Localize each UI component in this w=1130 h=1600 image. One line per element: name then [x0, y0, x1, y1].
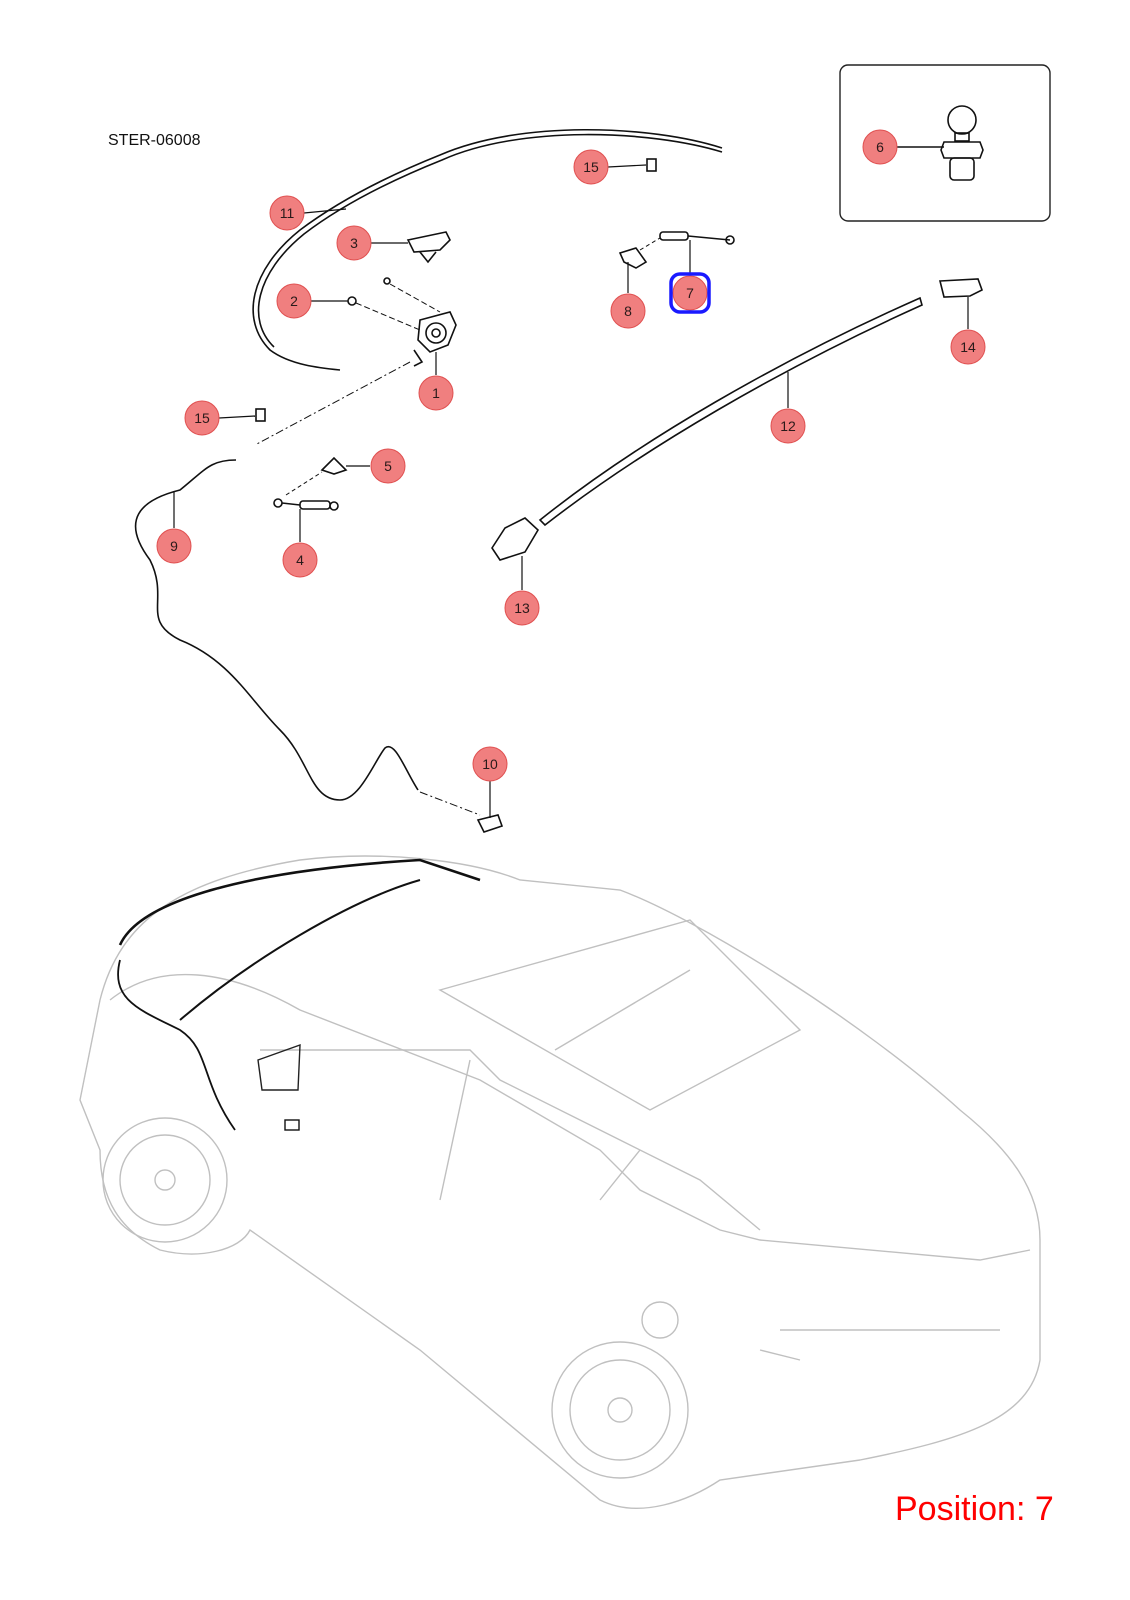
callout-10[interactable]: 10 [472, 746, 508, 818]
callout-9-label: 9 [170, 538, 178, 554]
callout-13-label: 13 [514, 600, 530, 616]
handle-part-10 [476, 814, 504, 833]
callout-15-left-label: 15 [194, 410, 210, 426]
callout-13[interactable]: 13 [504, 556, 540, 626]
callout-14[interactable]: 14 [950, 297, 986, 365]
callout-5-label: 5 [384, 458, 392, 474]
plug-part-15-left [255, 408, 266, 422]
callout-1-label: 1 [432, 385, 440, 401]
bracket-part-8 [618, 247, 648, 269]
callout-11-label: 11 [280, 205, 295, 221]
callout-8[interactable]: 8 [610, 262, 646, 329]
callout-1[interactable]: 1 [418, 352, 454, 411]
bracket-part-5 [320, 456, 348, 475]
selection-highlight [669, 272, 711, 314]
callout-11[interactable]: 11 [269, 195, 347, 231]
gas-strut-part-7 [659, 231, 735, 245]
roof-rail-part-12 [538, 296, 923, 527]
vehicle-outline [79, 855, 1041, 1509]
callout-6[interactable]: 6 [862, 129, 898, 165]
ball-stud-part [940, 105, 984, 181]
callout-15-top[interactable]: 15 [573, 149, 647, 185]
callout-15-top-label: 15 [583, 159, 599, 175]
callout-4-label: 4 [296, 552, 304, 568]
rear-wheel [551, 1341, 689, 1479]
plug-part-15-top [646, 158, 657, 172]
callout-2-label: 2 [290, 293, 298, 309]
callout-5[interactable]: 5 [346, 448, 406, 484]
callout-14-label: 14 [960, 339, 976, 355]
callout-8-label: 8 [624, 303, 632, 319]
callout-3[interactable]: 3 [336, 225, 408, 261]
diagram-code: STER-06008 [108, 132, 201, 149]
callout-2[interactable]: 2 [276, 283, 348, 319]
callout-6-label: 6 [876, 139, 884, 155]
door-seal-part [252, 128, 723, 371]
callout-9[interactable]: 9 [156, 492, 192, 564]
front-wheel [102, 1117, 228, 1243]
latch-part-1 [413, 311, 457, 367]
callout-7-label: 7 [686, 285, 694, 301]
callout-12[interactable]: 12 [770, 372, 806, 444]
gas-strut-part-4 [273, 498, 339, 511]
inset-box [839, 64, 1051, 222]
callout-12-label: 12 [780, 418, 796, 434]
callout-4[interactable]: 4 [282, 509, 318, 578]
screw-part-2 [347, 296, 357, 306]
callout-7[interactable]: 7 [669, 240, 711, 314]
callout-3-label: 3 [350, 235, 358, 251]
installed-parts [117, 858, 481, 1131]
release-cable-part-9 [134, 459, 419, 801]
callout-10-label: 10 [482, 756, 498, 772]
bracket-part-14 [938, 278, 983, 298]
callout-15-left[interactable]: 15 [184, 400, 256, 436]
position-label: Position: 7 [895, 1490, 1054, 1528]
end-cap-part-13 [491, 517, 540, 561]
bracket-part-3 [406, 231, 451, 264]
